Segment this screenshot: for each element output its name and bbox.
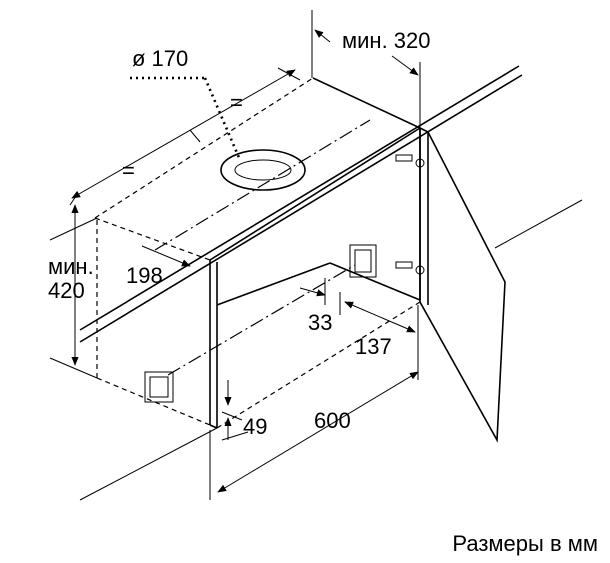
dimension-lines (49, 10, 421, 500)
units-caption: Размеры в мм (452, 531, 598, 556)
label-49: 49 (243, 414, 267, 439)
label-equal-right: = (230, 90, 243, 115)
label-min-320: мин. 320 (342, 28, 431, 53)
mounting-brackets (144, 154, 425, 403)
label-600: 600 (314, 408, 351, 433)
cabinet-door (419, 126, 506, 443)
label-33: 33 (308, 310, 332, 335)
label-137: 137 (355, 334, 392, 359)
wall-lines (79, 65, 583, 501)
label-equal-left: = (122, 158, 135, 183)
label-min-height-2: 420 (48, 278, 85, 303)
label-min-height-1: мин. (48, 254, 94, 279)
center-lines (130, 76, 371, 376)
cabinet-outline (209, 77, 421, 429)
label-198: 198 (126, 263, 163, 288)
label-duct-diameter: ø 170 (132, 46, 188, 71)
dimension-labels: мин. 320 ø 170 = = мин. 420 198 33 137 4… (48, 28, 431, 439)
